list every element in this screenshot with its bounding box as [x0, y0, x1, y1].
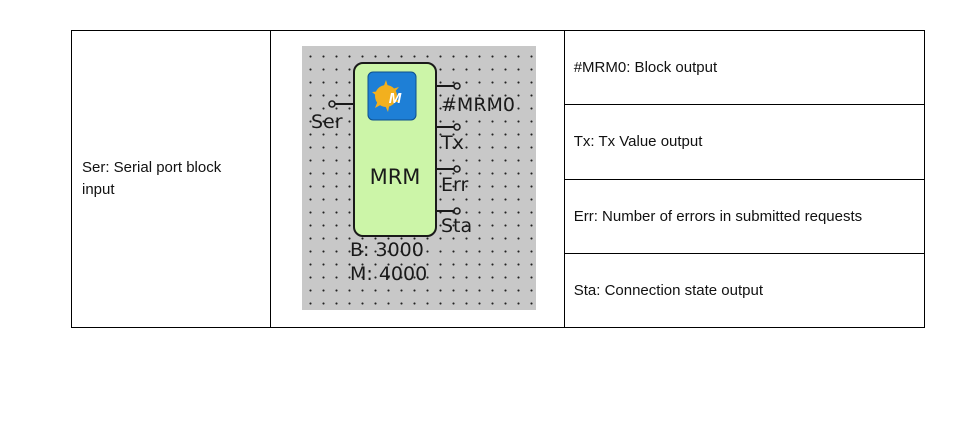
output-cell: Sta: Connection state output — [563, 253, 926, 328]
svg-text:M: M — [388, 90, 401, 107]
param-m: M: 4000 — [350, 263, 427, 285]
input-cell: Ser: Serial port block input — [71, 30, 271, 328]
block-title: MRM — [369, 165, 420, 189]
output-label-tx: Tx — [440, 132, 464, 154]
table-row: Tx: Tx Value output — [72, 104, 926, 180]
output-pin-mrm0 — [452, 82, 461, 90]
output-pin-sta — [452, 207, 461, 215]
param-b: B: 3000 — [350, 239, 424, 261]
output-cell: Tx: Tx Value output — [563, 104, 926, 180]
output-description: Sta: Connection state output — [573, 281, 764, 299]
mrm-block-svg: M Ser #MRM0 Tx — [311, 62, 515, 285]
output-description: Err: Number of errors in submitted reque… — [573, 207, 863, 225]
output-cell: #MRM0: Block output — [563, 30, 926, 105]
output-pin-err — [452, 165, 461, 173]
table-row: Ser: Serial port block input M — [71, 30, 926, 328]
table-row: Sta: Connection state output — [72, 253, 926, 328]
output-label-mrm0: #MRM0 — [441, 94, 515, 116]
input-pin — [327, 100, 336, 108]
block-image-cell: M Ser #MRM0 Tx — [269, 30, 565, 328]
output-cell: Err: Number of errors in submitted reque… — [563, 179, 926, 254]
output-label-err: Err — [441, 174, 468, 196]
gear-star-icon: M — [371, 80, 401, 112]
mrm-block-diagram: M Ser #MRM0 Tx — [301, 46, 536, 310]
output-pin-tx — [452, 123, 461, 131]
block-description-table: Ser: Serial port block input M — [71, 30, 926, 328]
input-description: Ser: Serial port block input — [82, 159, 222, 198]
output-description: Tx: Tx Value output — [573, 133, 703, 150]
output-description: #MRM0: Block output — [573, 58, 718, 76]
input-label: Ser — [311, 111, 343, 133]
output-label-sta: Sta — [441, 215, 472, 237]
